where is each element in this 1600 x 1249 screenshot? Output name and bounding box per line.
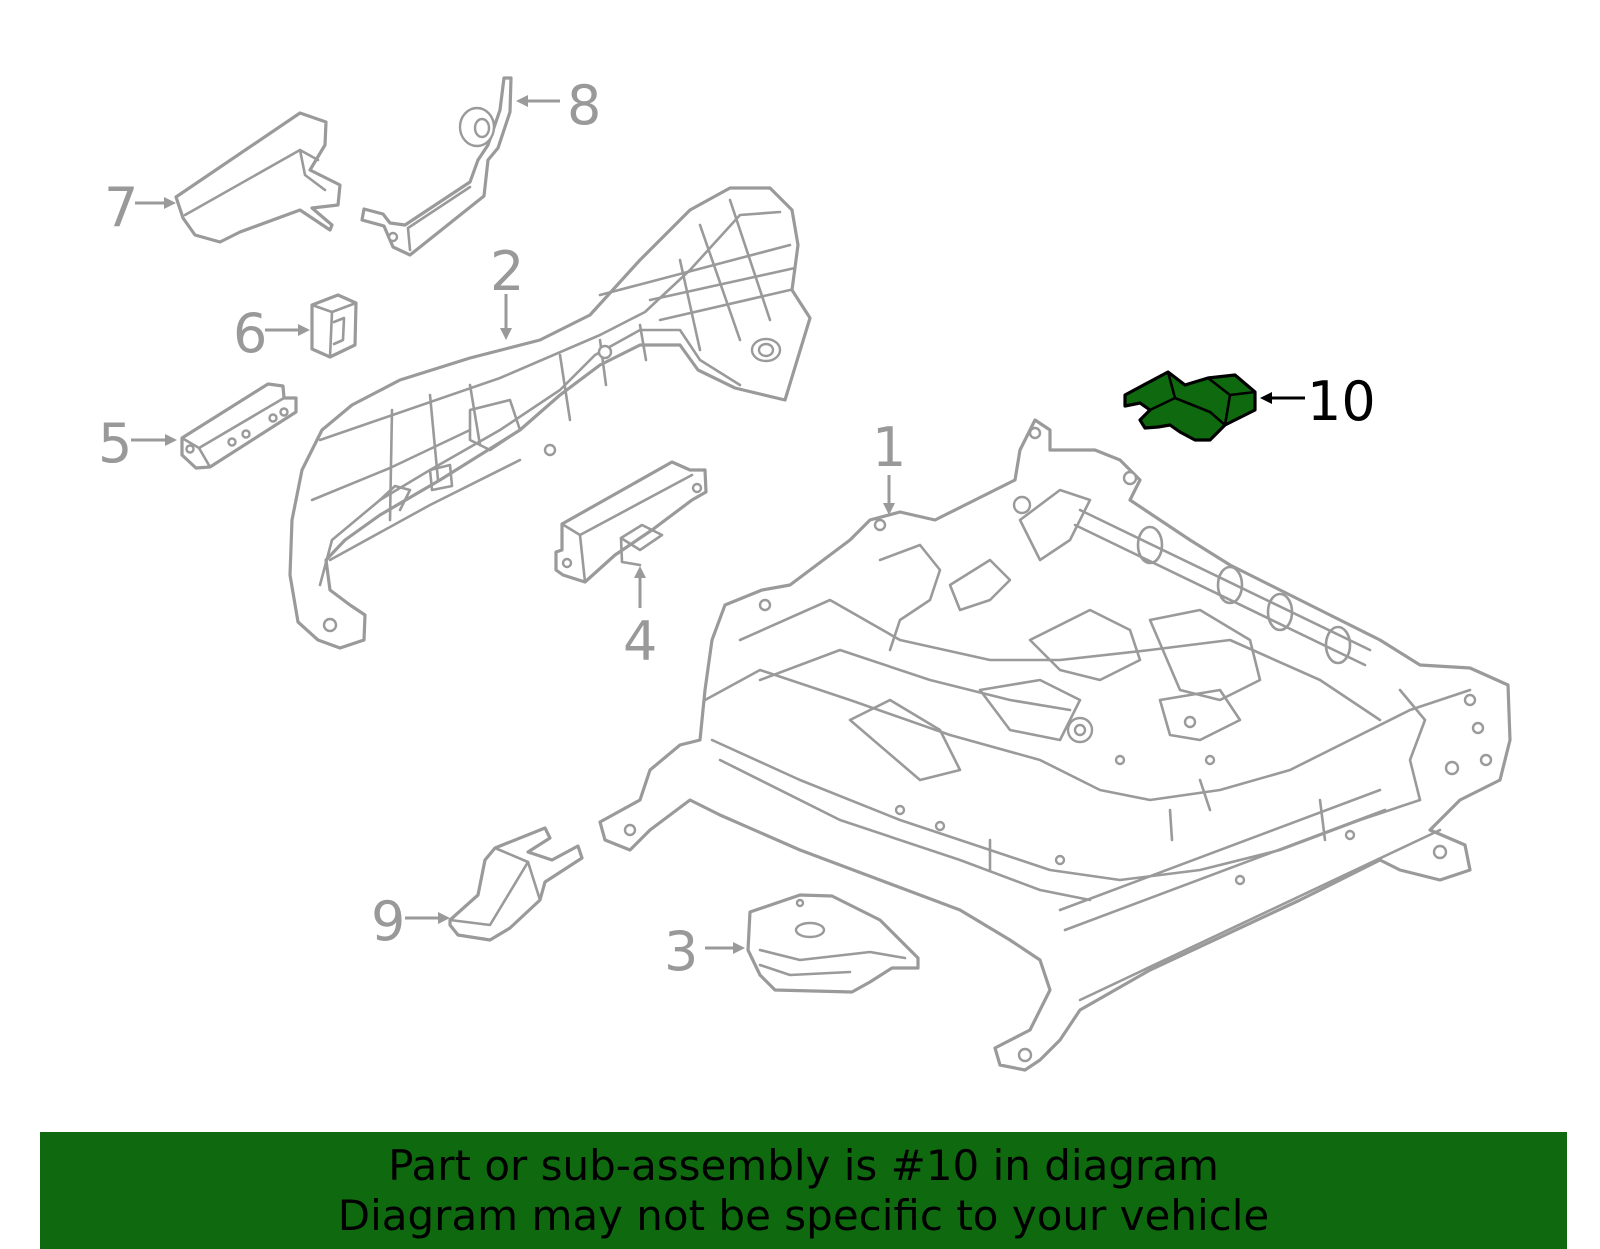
callout-8-arrowhead	[516, 95, 528, 107]
part-3-shape	[746, 893, 920, 994]
callout-2-number: 2	[490, 240, 524, 303]
callout-7-arrowhead	[164, 197, 176, 209]
callout-6-arrowhead	[298, 324, 310, 336]
callout-10-number: 10	[1307, 370, 1376, 433]
callout-1-arrowhead	[883, 503, 895, 515]
banner-part-line: Part or sub-assembly is #10 in diagram	[388, 1140, 1219, 1190]
callout-4-arrowhead	[634, 566, 646, 578]
part-9-shape	[448, 826, 584, 942]
part-2-shape	[288, 186, 812, 650]
callout-6-number: 6	[233, 302, 267, 365]
callout-3-arrowhead	[733, 942, 745, 954]
callout-10-arrowhead	[1260, 392, 1272, 404]
part-7-shape	[174, 111, 342, 244]
part-5-shape	[180, 382, 298, 470]
callout-5-arrowhead	[165, 434, 177, 446]
part-6-shape	[310, 293, 358, 359]
part-4-shape	[554, 460, 708, 584]
callout-2-arrowhead	[500, 328, 512, 340]
banner-disclaimer-line: Diagram may not be specific to your vehi…	[337, 1190, 1270, 1240]
part-8-shape	[360, 76, 513, 257]
callout-3-number: 3	[664, 920, 698, 983]
part-info-banner: Part or sub-assembly is #10 in diagram D…	[40, 1132, 1567, 1249]
part-10-shape	[1123, 370, 1257, 442]
callout-8-number: 8	[567, 74, 601, 137]
callout-4-number: 4	[623, 610, 657, 673]
callout-9-number: 9	[371, 890, 405, 953]
parts-diagram: 7 8 6 5	[98, 74, 1512, 1072]
part-1-shape	[598, 418, 1512, 1072]
callout-7-number: 7	[104, 176, 138, 239]
callout-1-number: 1	[872, 416, 906, 479]
callout-9-arrowhead	[438, 912, 450, 924]
callout-5-number: 5	[98, 412, 132, 475]
